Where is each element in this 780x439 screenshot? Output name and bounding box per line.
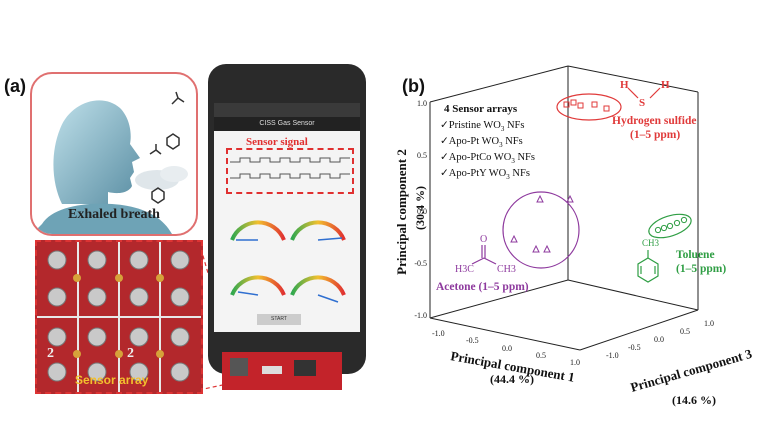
h2s-cluster-ellipse (556, 93, 622, 121)
h2s-point (577, 102, 584, 109)
tick-label: 1.0 (704, 319, 714, 328)
app-title: CISS Gas Sensor (214, 117, 360, 131)
acetone-point (510, 234, 518, 243)
acetone-atom-o: O (480, 234, 487, 245)
toluene-point (654, 226, 662, 234)
legend-item: ✓Pristine WO3 NFs (440, 120, 524, 133)
box-edge (567, 279, 699, 311)
tick-label: 0.5 (417, 151, 427, 160)
toluene-ring (637, 257, 659, 283)
start-button[interactable]: START (257, 314, 301, 325)
h2s-atom-s: S (639, 97, 645, 109)
legend-item: ✓Apo-PtY WO3 NFs (440, 168, 530, 181)
acetone-point (536, 194, 544, 203)
gauge-dials (230, 220, 346, 303)
tick-label: 0.5 (536, 351, 546, 360)
tick-label: -1.0 (606, 351, 619, 360)
acetone-point (543, 244, 551, 253)
tick-label: -0.5 (466, 336, 479, 345)
toluene-range: (1–5 ppm) (676, 263, 726, 275)
box-edge (567, 65, 699, 93)
acetone-point (566, 194, 574, 203)
legend-item: ✓Apo-Pt WO3 NFs (440, 136, 523, 149)
sensor-array-photo: 2 2 (35, 240, 203, 394)
tick-label: -0.5 (414, 259, 427, 268)
toluene-point (660, 224, 668, 232)
toluene-point (666, 222, 674, 230)
toluene-label: Toluene (676, 249, 715, 261)
toluene-cluster-ellipse (648, 213, 692, 239)
sensor-signal-label: Sensor signal (246, 136, 308, 148)
exhaled-breath-label: Exhaled breath (68, 207, 160, 222)
box-edge (429, 65, 569, 103)
head-silhouette-icon (32, 91, 188, 234)
panel-b-label: (b) (402, 76, 425, 96)
h2s-point (603, 105, 610, 112)
h2s-point (591, 101, 598, 108)
h2s-label: Hydrogen sulfide (612, 115, 696, 127)
tick-label: -0.5 (628, 343, 641, 352)
legend-title: 4 Sensor arrays (444, 103, 518, 115)
acetone-bond (483, 257, 497, 265)
board-number: 2 (47, 346, 54, 361)
panel-a-label: (a) (4, 76, 26, 96)
h2s-point (563, 101, 570, 108)
toluene-ch3: CH3 (642, 238, 660, 248)
tick-label: 0.5 (680, 327, 690, 336)
tick-label: -1.0 (414, 311, 427, 320)
board-number: 2 (127, 346, 134, 361)
y-axis-label: Principal component 2 (394, 149, 409, 275)
toluene-point (680, 216, 688, 224)
exhaled-breath-illustration: Exhaled breath (30, 72, 198, 236)
z-axis-pct: (14.6 %) (672, 393, 716, 407)
box-edge (579, 309, 699, 351)
sensor-board (222, 352, 342, 390)
y-axis-pct: (30.4 %) (413, 186, 427, 230)
x-axis-pct: (44.4 %) (490, 372, 534, 386)
sensor-signal-plot (226, 148, 354, 194)
tick-label: 1.0 (570, 358, 580, 367)
h2s-bond (649, 87, 661, 99)
h2s-bond (627, 87, 639, 99)
acetone-cluster-circle (502, 191, 580, 269)
z-axis-label: Principal component 3 (629, 346, 754, 395)
h2s-point (570, 99, 577, 106)
h2s-atom-h: H (661, 79, 670, 91)
tick-label: -1.0 (432, 329, 445, 338)
tick-label: 0.0 (417, 207, 427, 216)
phone-status-bar (214, 103, 360, 117)
box-edge (429, 279, 569, 319)
acetone-ch3: CH3 (497, 264, 516, 275)
phone-screen (214, 103, 360, 332)
acetone-point (532, 244, 540, 253)
tick-label: 1.0 (417, 99, 427, 108)
box-edge (429, 317, 581, 351)
tick-label: 0.0 (502, 344, 512, 353)
sensor-array-label: Sensor array (75, 373, 149, 387)
acetone-label: Acetone (1–5 ppm) (436, 281, 529, 293)
legend-item: ✓Apo-PtCo WO3 NFs (440, 152, 535, 165)
h2s-range: (1–5 ppm) (630, 129, 680, 141)
acetone-h3c: H3C (455, 264, 474, 275)
acetone-bond (471, 257, 485, 265)
toluene-point (673, 219, 681, 227)
h2s-atom-h: H (620, 79, 629, 91)
tick-label: 0.0 (654, 335, 664, 344)
